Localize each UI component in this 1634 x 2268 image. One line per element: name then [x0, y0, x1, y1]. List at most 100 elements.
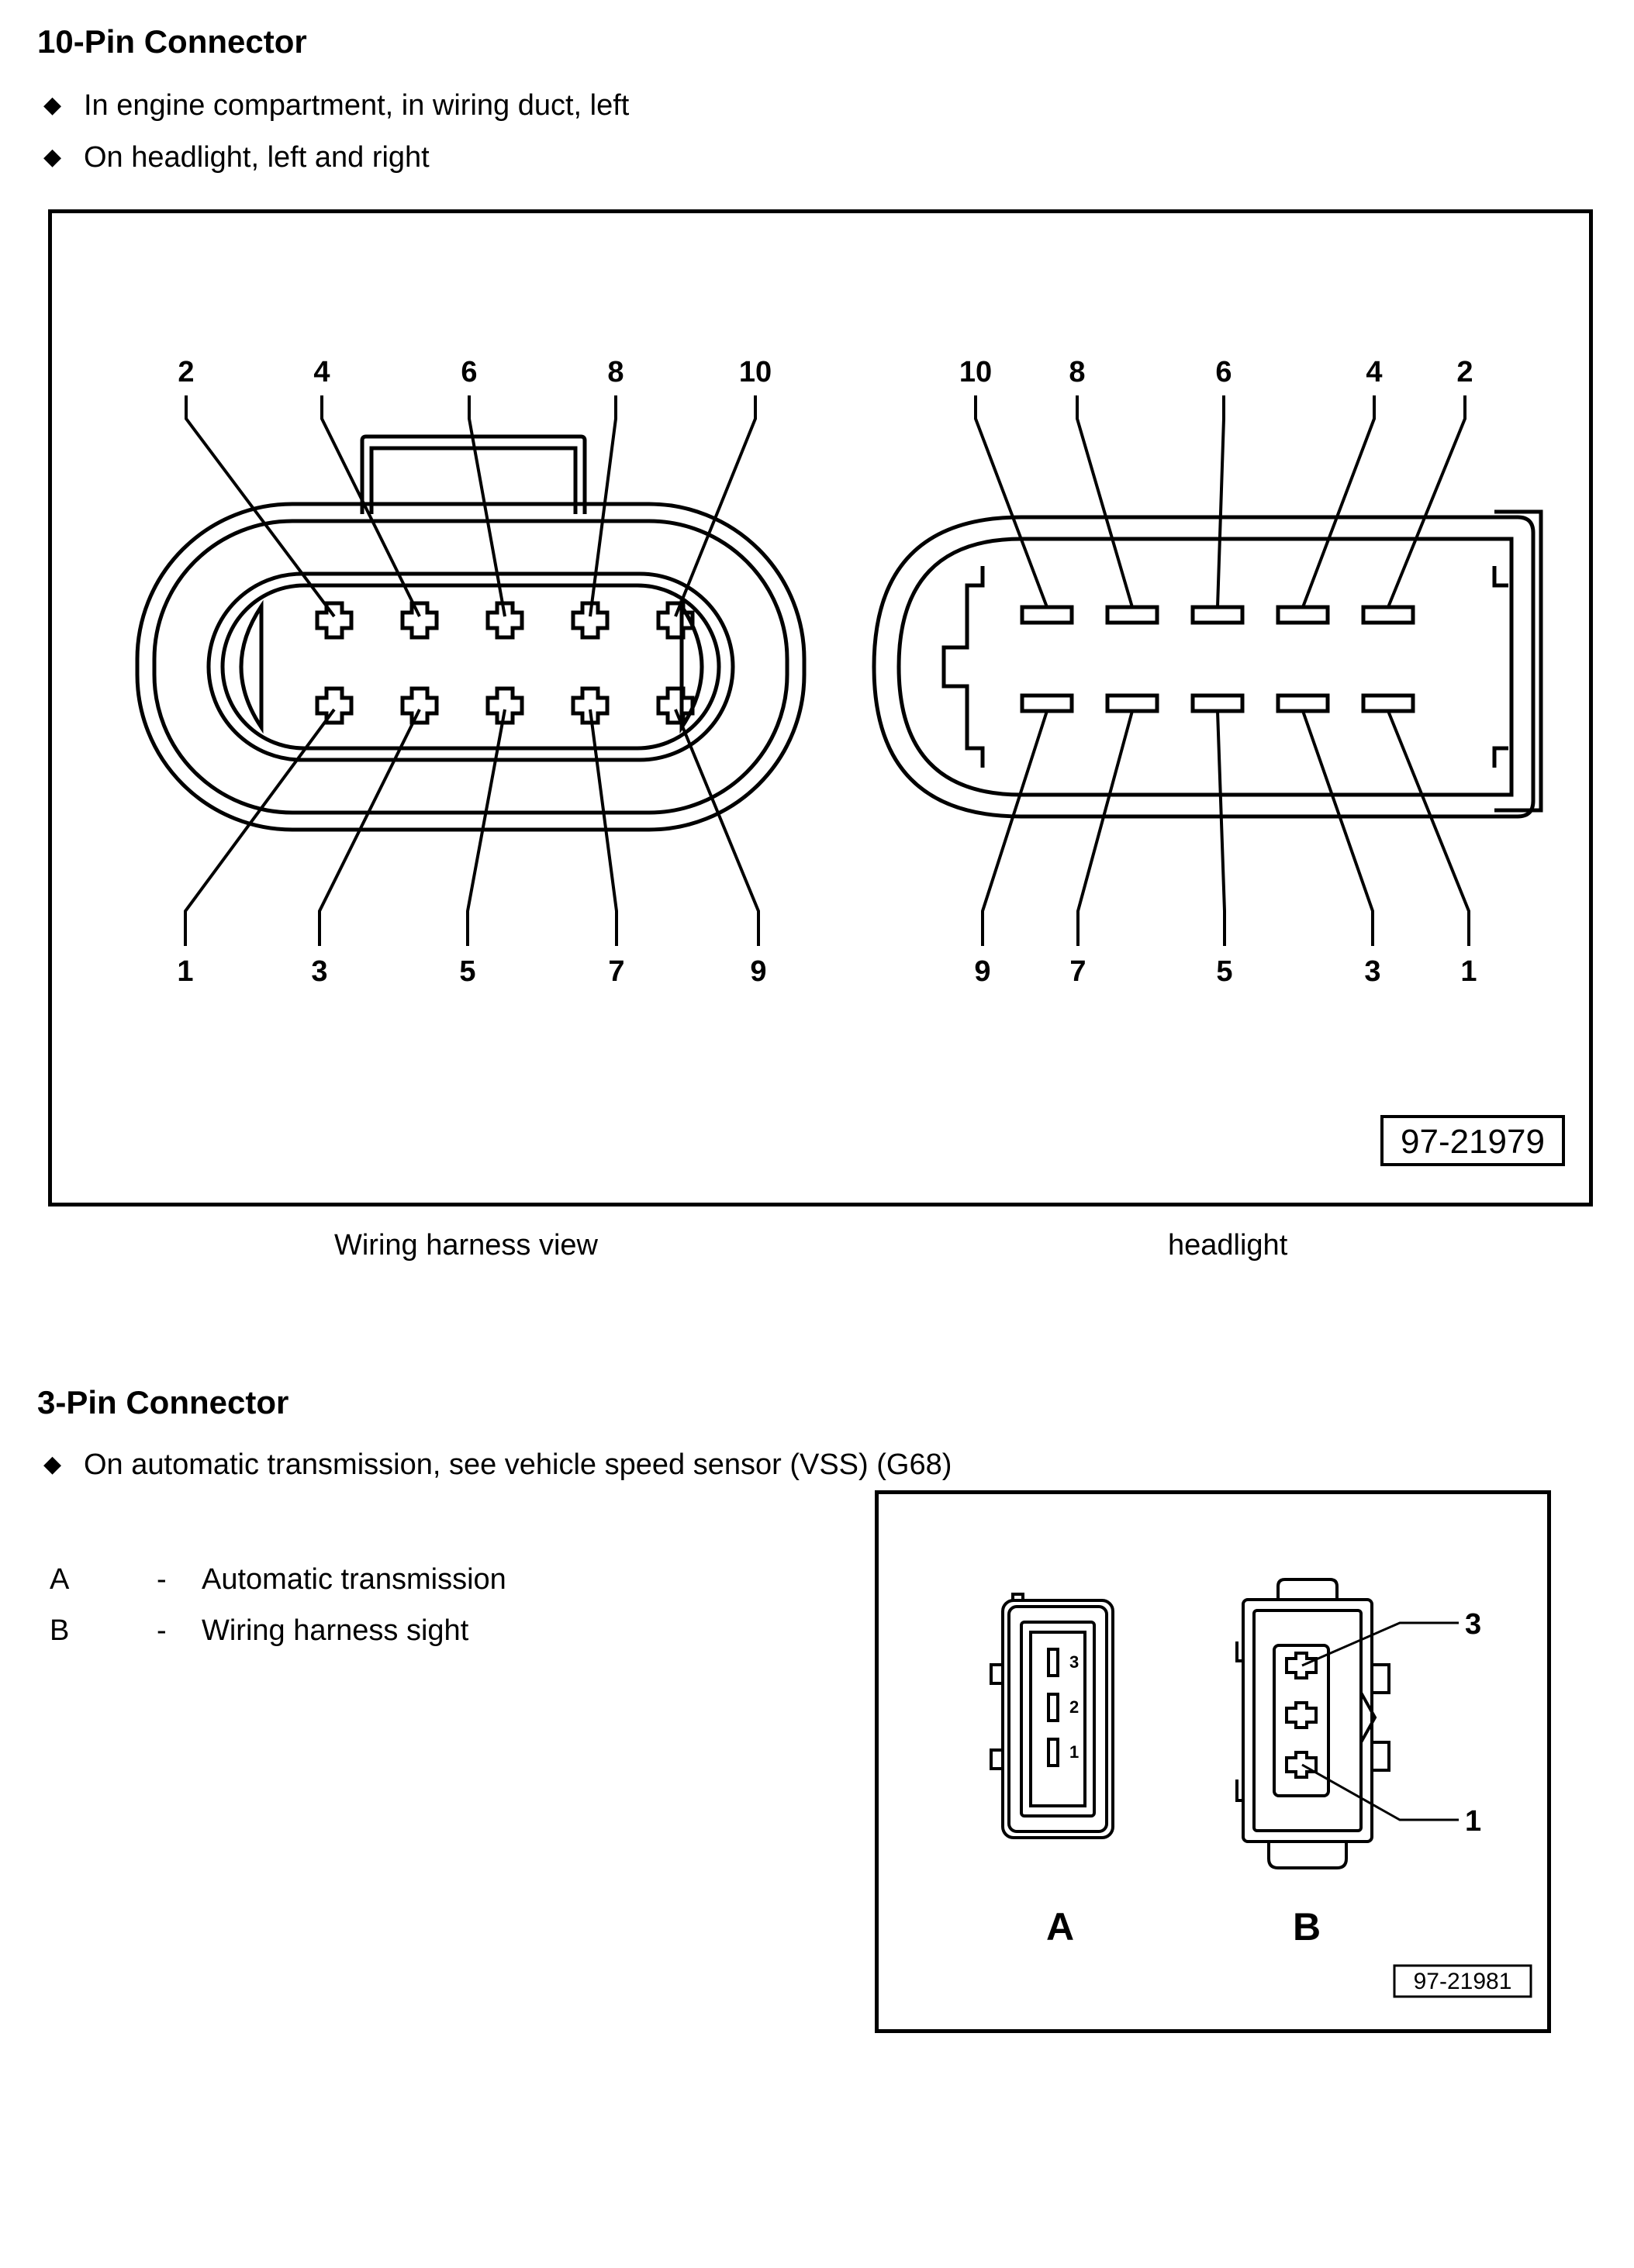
pin-label: 5 — [1216, 955, 1232, 988]
view-label-a: A — [1046, 1905, 1074, 1949]
leader-line — [1076, 710, 1134, 946]
leader-line — [589, 395, 617, 617]
leader-line — [1387, 395, 1466, 608]
legend-text: Wiring harness sight — [202, 1614, 469, 1647]
diamond-bullet-icon: ◆ — [43, 144, 62, 170]
view-label-b: B — [1293, 1905, 1321, 1949]
leader-line — [185, 395, 336, 618]
leader-line — [318, 709, 421, 946]
leader-line — [1216, 710, 1226, 946]
pin-label: 1 — [177, 955, 193, 988]
caption-headlight: headlight — [1168, 1229, 1288, 1262]
diamond-bullet-icon: ◆ — [43, 1452, 62, 1477]
leader-line — [974, 395, 1048, 608]
pin-label: 2 — [178, 356, 194, 388]
pin-cavity — [485, 601, 524, 640]
leader-line — [1076, 395, 1134, 608]
legend-key: B — [50, 1614, 70, 1647]
pin-cavity — [400, 601, 439, 640]
pin-label: 2 — [1069, 1697, 1079, 1717]
pin-cavity — [315, 601, 354, 640]
pin-label: 5 — [459, 955, 475, 988]
pin-label: 8 — [1069, 356, 1085, 388]
harness-pin-cavities — [315, 601, 695, 725]
leader-line — [1301, 710, 1374, 946]
leader-line — [184, 708, 336, 946]
pin-terminal — [1276, 693, 1330, 713]
figure-number-box — [1380, 1115, 1565, 1166]
legend-key: A — [50, 1563, 70, 1596]
pin-label: 7 — [608, 955, 624, 988]
bullet-item: ◆ On automatic transmission, see vehicle … — [43, 1448, 952, 1482]
pin-cavity — [315, 686, 354, 725]
leader-line — [589, 709, 618, 946]
figure-number: 97-21979 — [1401, 1123, 1545, 1161]
pin-label: 1 — [1460, 955, 1477, 988]
pin-label: 6 — [461, 356, 477, 388]
figure-number-box — [1393, 1964, 1532, 1998]
pin-cavity — [571, 686, 610, 725]
leader-line — [468, 395, 506, 617]
pin-label: 1 — [1069, 1742, 1079, 1762]
pin-label: 7 — [1069, 955, 1086, 988]
pin-terminal — [1020, 693, 1074, 713]
pin-terminal — [1105, 605, 1159, 625]
pin-terminal — [1190, 693, 1245, 713]
bullet-text: In engine compartment, in wiring duct, l… — [84, 89, 630, 122]
pin-label: 3 — [311, 955, 327, 988]
pin-label: 3 — [1069, 1652, 1079, 1672]
pin-cavity — [571, 601, 610, 640]
headlight-leader-lines — [974, 395, 1470, 946]
pin-cavity — [656, 686, 695, 725]
caption-harness-view: Wiring harness view — [334, 1229, 598, 1262]
leader-line — [981, 710, 1048, 946]
legend-text: Automatic transmission — [202, 1563, 506, 1596]
leader-line — [320, 395, 421, 617]
bullet-item: ◆ On headlight, left and right — [43, 141, 430, 174]
pin-terminal — [1361, 605, 1415, 625]
diamond-bullet-icon: ◆ — [43, 92, 62, 118]
pin-label: 9 — [750, 955, 766, 988]
three-pin-figure: 3 2 1 3 1 A B — [875, 1490, 1551, 2033]
harness-connector-drawing — [135, 434, 807, 832]
pin-terminal — [1190, 605, 1245, 625]
leader-line — [466, 709, 506, 946]
legend-dash: - — [157, 1563, 167, 1596]
leader-line — [674, 395, 757, 617]
callout-label: 1 — [1465, 1805, 1481, 1838]
pin-cavity — [485, 686, 524, 725]
pin-terminal — [1020, 605, 1074, 625]
bullet-text: On automatic transmission, see vehicle s… — [84, 1448, 952, 1481]
callout-label: 3 — [1465, 1608, 1481, 1641]
legend-dash: - — [157, 1614, 167, 1647]
section-heading-10-pin: 10-Pin Connector — [37, 23, 307, 60]
pin-cavity — [656, 601, 695, 640]
pin-label: 4 — [1366, 356, 1382, 388]
pin-label: 3 — [1364, 955, 1380, 988]
pin-label: 10 — [959, 356, 992, 388]
pin-terminal — [1276, 605, 1330, 625]
leader-line — [674, 709, 760, 946]
figure-number: 97-21981 — [1414, 1969, 1512, 1994]
connector-a-drawing: 3 2 1 — [990, 1593, 1114, 1839]
pin-label: 6 — [1215, 356, 1232, 388]
leader-line — [1216, 395, 1225, 608]
bullet-item: ◆ In engine compartment, in wiring duct, … — [43, 89, 629, 123]
harness-leader-lines — [184, 395, 760, 946]
section-heading-3-pin: 3-Pin Connector — [37, 1384, 289, 1421]
leader-line — [1301, 395, 1376, 608]
pin-cavity — [400, 686, 439, 725]
pin-label: 8 — [607, 356, 624, 388]
bullet-text: On headlight, left and right — [84, 141, 430, 174]
pin-terminal — [1361, 693, 1415, 713]
connector-b-drawing — [1235, 1578, 1459, 1869]
ten-pin-figure: 2 4 6 8 10 1 3 5 7 9 10 8 6 4 2 9 7 5 3 … — [48, 209, 1593, 1206]
pin-label: 9 — [974, 955, 990, 988]
pin-label: 4 — [313, 356, 330, 388]
pin-label: 2 — [1456, 356, 1473, 388]
leader-line — [1387, 710, 1470, 946]
headlight-connector-drawing — [872, 509, 1543, 819]
pin-label: 10 — [739, 356, 772, 388]
pin-terminal — [1105, 693, 1159, 713]
headlight-pin-terminals — [1020, 605, 1415, 713]
